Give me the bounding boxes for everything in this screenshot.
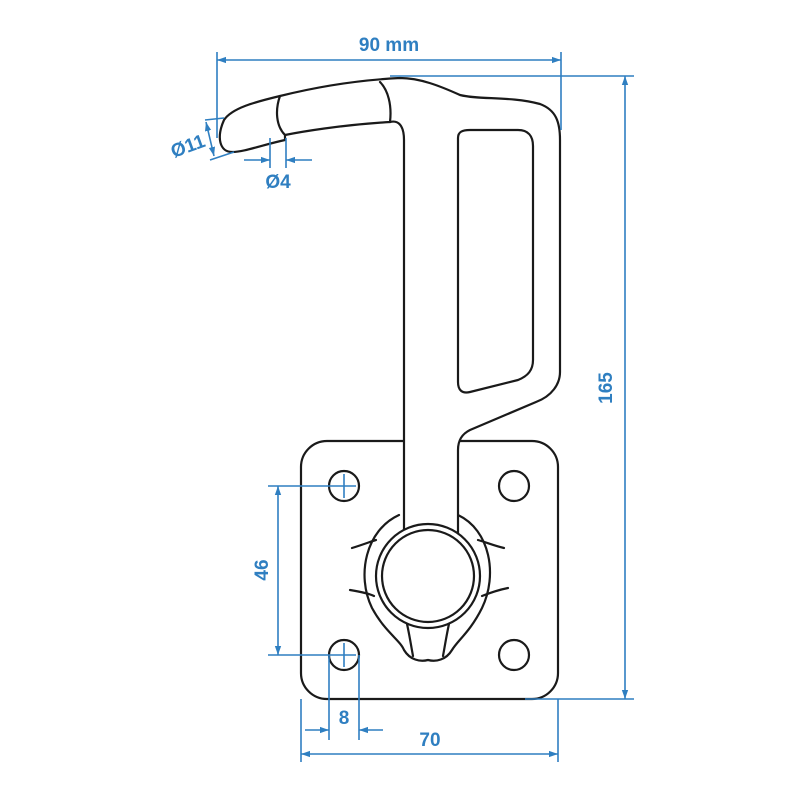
mount-hole-bottom-right <box>497 638 531 672</box>
dimension-8-label: 8 <box>339 708 350 729</box>
mount-hole-top-right <box>497 469 531 503</box>
hook-bend-line <box>378 80 392 124</box>
dimension-dia4-label: Ø4 <box>265 172 291 193</box>
dimension-46: 46 <box>252 474 356 667</box>
hook-inner-slot <box>456 128 535 394</box>
hub-weld-ribs <box>348 538 510 658</box>
dimension-8: 8 <box>305 655 383 740</box>
dimension-165: 165 <box>390 75 634 700</box>
dimension-dia4: Ø4 <box>244 138 312 193</box>
dimension-90mm: 90 mm <box>216 35 562 138</box>
hub-weld-outline <box>363 513 492 662</box>
dimension-46-label: 46 <box>252 559 273 580</box>
dimension-70: 70 <box>300 699 559 762</box>
dimension-90mm-label: 90 mm <box>359 35 419 56</box>
dimension-70-label: 70 <box>419 730 440 751</box>
hub-boss-outer <box>374 522 482 630</box>
dimension-165-label: 165 <box>596 372 617 404</box>
hook-part <box>218 76 562 701</box>
hook-tip-ring <box>275 94 287 137</box>
dimension-dia11-label: Ø11 <box>168 131 208 163</box>
hub-boss-inner <box>380 528 476 624</box>
